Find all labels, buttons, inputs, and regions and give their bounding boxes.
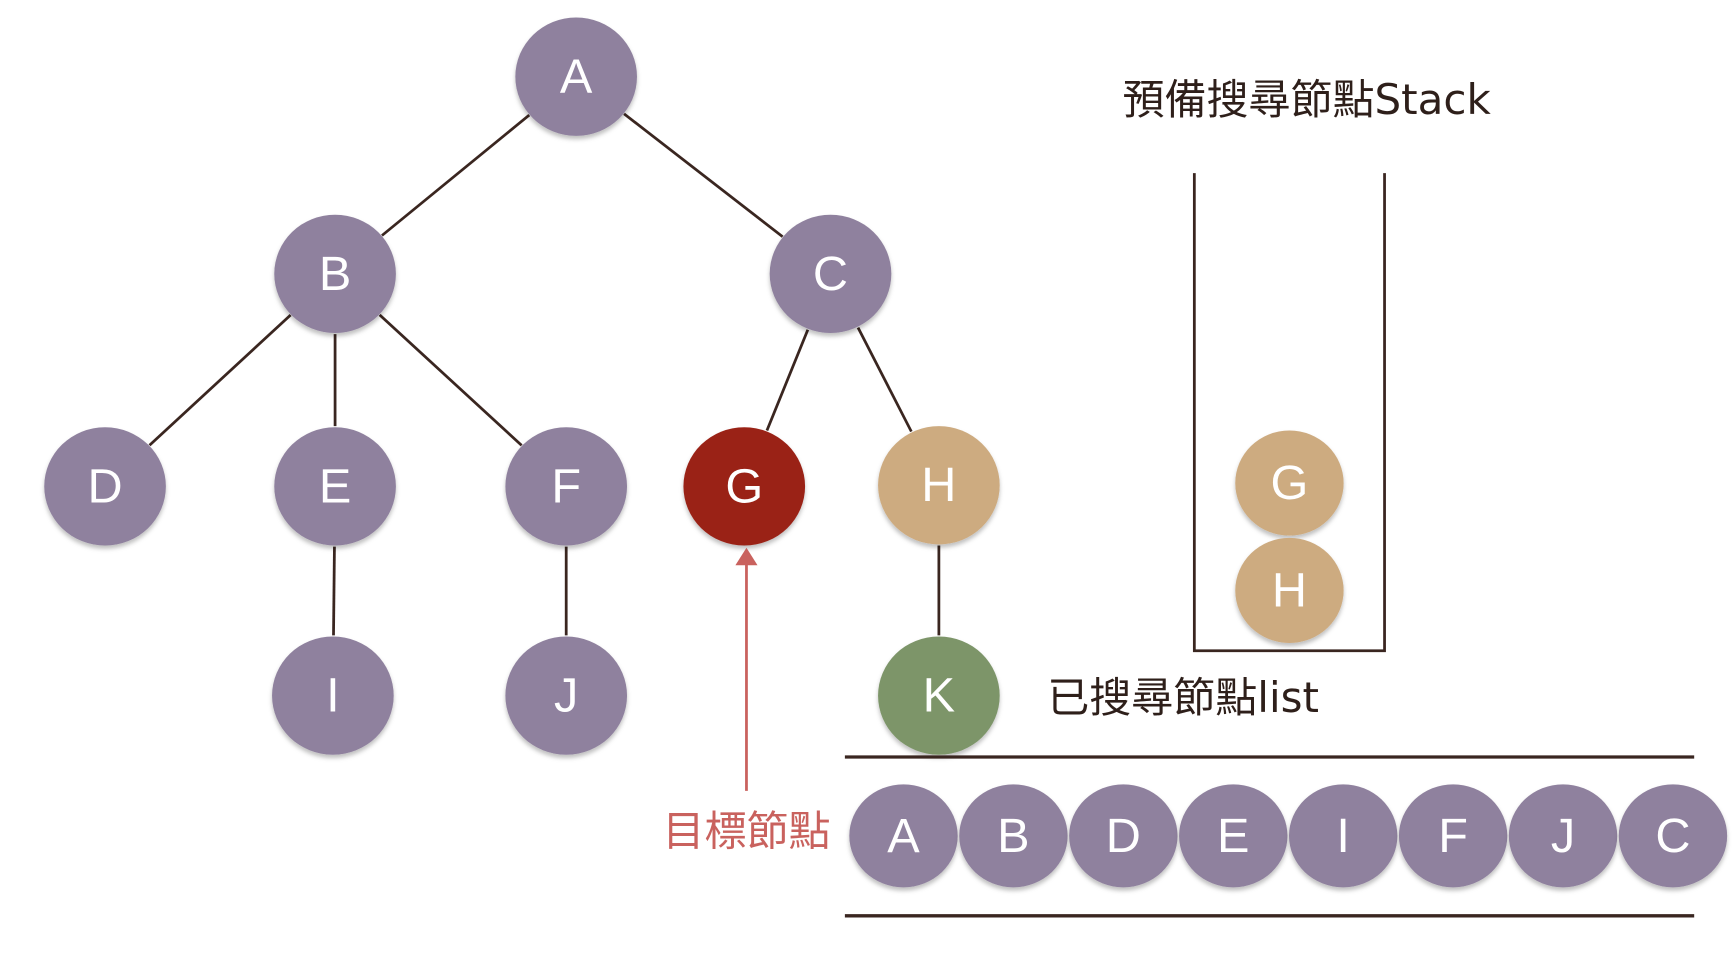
node-label: H [1272,564,1307,618]
node-circle [1179,784,1288,888]
node-circle [1618,784,1728,888]
node-circle [505,636,628,755]
node-circle [1288,784,1398,888]
tree-node-K: K [878,636,1000,755]
list-item-A: A [849,784,958,888]
tree-node-H: H [878,426,1000,545]
node-label: G [725,460,763,514]
node-label: D [87,460,122,514]
node-circle [1069,784,1178,888]
node-label: J [554,669,578,723]
edge-A-B [381,113,531,237]
edge-C-G [765,329,810,431]
target-node-label: 目標節點 [662,807,830,856]
tree-node-G: G [683,427,806,546]
node-circle [849,784,958,888]
stack-container [1192,173,1386,653]
list-item-F: F [1398,784,1508,888]
node-label: C [1655,809,1690,863]
stack-item-H: H [1235,537,1344,644]
tree-edges [148,112,941,636]
node-label: D [1106,809,1141,863]
node-label: K [923,669,955,723]
tree-node-I: I [272,636,394,755]
node-label: I [326,669,340,723]
node-circle [515,17,637,136]
node-circle [769,214,892,334]
node-label: F [1438,809,1468,863]
tree-node-J: J [505,636,628,755]
node-circle [272,636,394,755]
node-circle [274,427,396,546]
tree-node-C: C [769,214,892,334]
node-label: E [319,460,351,514]
tree-node-F: F [505,427,628,546]
list-item-I: I [1288,784,1398,888]
node-label: B [997,809,1029,863]
node-circle [878,426,1000,545]
stack-item-G: G [1235,430,1344,536]
node-circle [683,427,806,546]
tree-nodes: A B C D E F G H I J K [44,17,1000,755]
edge-B-F [378,313,523,447]
target-arrow [735,547,758,791]
node-label: B [319,247,351,301]
tree-node-A: A [515,17,637,136]
node-circle [274,214,396,334]
node-circle [1235,430,1344,536]
node-circle [959,784,1068,888]
node-circle [878,636,1000,755]
tree-node-E: E [274,427,396,546]
edge-B-D [148,313,292,447]
node-label: J [1551,809,1575,863]
list-item-D: D [1069,784,1178,888]
node-circle [505,427,628,546]
node-label: G [1271,456,1309,510]
edge-E-I [332,546,336,636]
list-item-B: B [959,784,1068,888]
list-item-C: C [1618,784,1728,888]
tree-node-B: B [274,214,396,334]
visited-list-title: 已搜尋節點list [1047,673,1319,722]
node-label: I [1336,809,1350,863]
node-label: E [1217,809,1249,863]
tree-node-D: D [44,427,166,546]
node-label: F [551,460,581,514]
node-circle [1398,784,1508,888]
edge-A-C [623,112,784,238]
stack-title: 預備搜尋節點Stack [1122,75,1491,124]
list-item-E: E [1179,784,1288,888]
node-label: C [813,247,848,301]
node-circle [44,427,166,546]
node-label: H [921,458,956,512]
edge-C-H [856,326,913,433]
node-circle [1508,784,1618,888]
node-circle [1235,537,1344,644]
node-label: A [887,809,920,863]
stack-items: GH [1235,430,1344,644]
list-item-J: J [1508,784,1618,888]
node-label: A [560,50,593,104]
